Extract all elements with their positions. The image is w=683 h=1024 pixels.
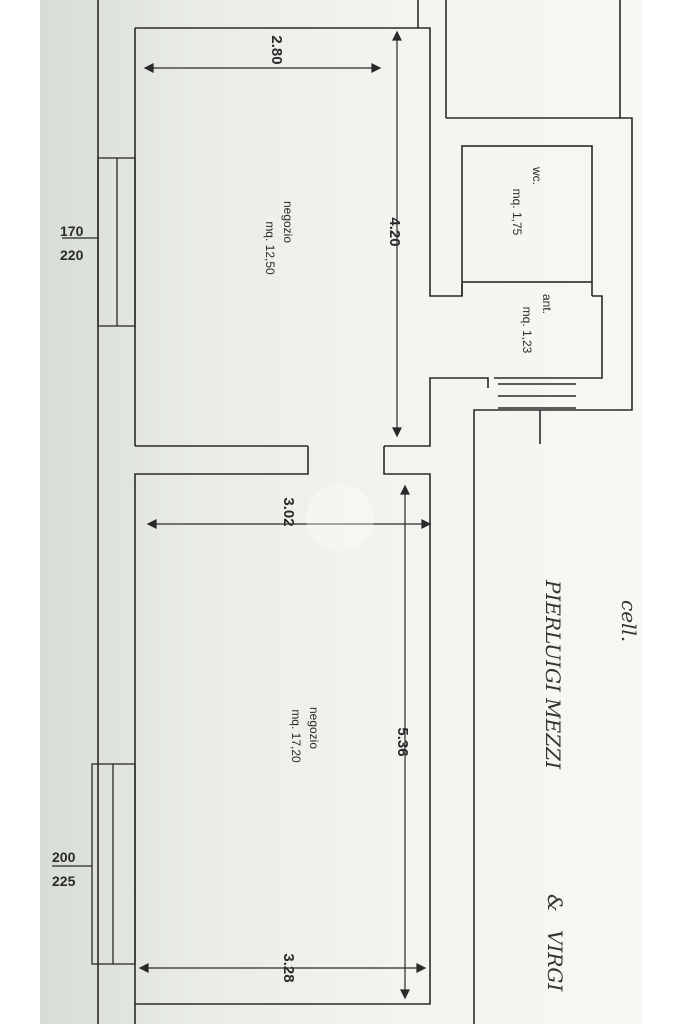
handwriting-ampersand-icon: & xyxy=(543,894,567,912)
room-area-bottom-shop: mq. 17,20 xyxy=(289,709,303,763)
room-name-top-shop: negozio xyxy=(281,201,295,243)
dim-bottom-width: 3.02 xyxy=(280,497,297,526)
dim-bottom-height: 5.36 xyxy=(394,727,411,756)
handwriting-owner: PIERLUIGI MEZZI xyxy=(541,579,565,770)
window-bottom-line2: 225 xyxy=(52,873,76,889)
room-name-ant: ant. xyxy=(540,294,554,314)
dim-top-height: 4.20 xyxy=(386,217,403,246)
handwriting-partner: VIRGI xyxy=(543,930,567,992)
watermark-logo xyxy=(306,484,374,552)
window-bottom-line1: 200 xyxy=(52,849,76,865)
handwriting-cell: cell. xyxy=(617,600,641,642)
room-name-wc: wc. xyxy=(530,166,544,185)
dim-bottom-width-end: 3.28 xyxy=(280,953,297,982)
dimension-lines xyxy=(52,30,432,1000)
room-area-ant: mq. 1,23 xyxy=(520,307,534,354)
room-area-wc: mq. 1,75 xyxy=(510,189,524,236)
room-name-bottom-shop: negozio xyxy=(307,707,321,749)
room-area-top-shop: mq. 12,50 xyxy=(263,221,277,275)
paper-background xyxy=(40,0,642,1024)
windows xyxy=(91,157,136,965)
dim-top-width: 2.80 xyxy=(268,35,285,64)
window-top-line2: 220 xyxy=(60,247,84,263)
window-top-line1: 170 xyxy=(60,223,84,239)
